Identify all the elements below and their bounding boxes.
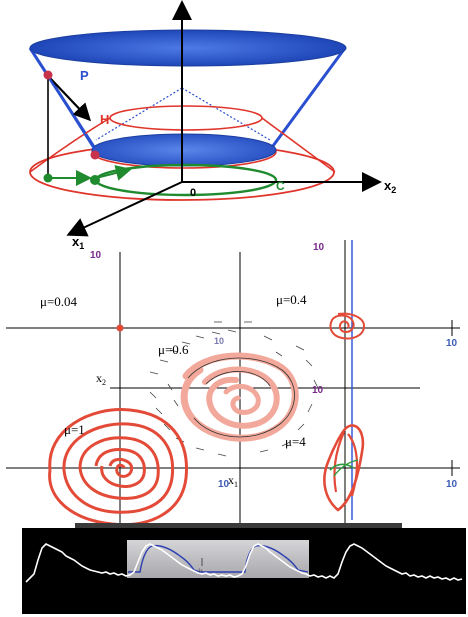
- cone-right-edge: [268, 47, 347, 151]
- mu-004-fixed-point: [116, 324, 124, 332]
- label-C: C: [276, 179, 285, 193]
- mu-4-orbit: [323, 424, 365, 512]
- label-x1: x1: [72, 234, 84, 251]
- label-origin: 0: [190, 187, 196, 199]
- projection-line: [47, 75, 97, 153]
- mu-04-spiral: [329, 312, 366, 340]
- tick-top-left-y: 10: [90, 250, 102, 261]
- hyperboloid-top-ring: [109, 105, 263, 131]
- limit-cycle-C: [94, 163, 278, 197]
- phase-portraits: 10 10 10 10 10 10 10 μ=0.04 μ=0.4 μ=0.6 …: [6, 240, 460, 527]
- dotted-line-left: [95, 87, 183, 141]
- label-axis-x1: x1: [228, 473, 238, 489]
- label-mu-04: μ=0.4: [276, 292, 307, 307]
- hyperboloid-outer: [29, 117, 111, 173]
- label-mu-06: μ=0.6: [158, 342, 189, 357]
- tick-top-right-y: 10: [313, 242, 325, 253]
- signal-strip: 1s: [22, 523, 466, 614]
- point-P: [43, 70, 53, 80]
- tick-center-y: 10: [214, 336, 224, 346]
- hyperboloid-outer-right: [261, 117, 336, 173]
- dotted-line-right: [181, 87, 271, 141]
- label-mu-4: μ=4: [285, 434, 306, 449]
- tick-right-x-upper: 10: [446, 338, 458, 349]
- label-axis-x2: x2: [96, 371, 106, 387]
- label-H: H: [100, 112, 109, 127]
- white-trace: [25, 543, 463, 583]
- ground-arrow-green-2: [95, 165, 132, 181]
- vector-field: [149, 321, 319, 457]
- label-mu-1: μ=1: [64, 422, 85, 437]
- inset-label: 1s: [198, 569, 203, 574]
- blue-disk-mid: [91, 133, 277, 167]
- label-mu-004: μ=0.04: [40, 294, 78, 309]
- inset-trace: [128, 544, 309, 573]
- label-x2: x2: [384, 178, 396, 195]
- strip-top-bar: [75, 523, 402, 530]
- cone-top-disk: [29, 29, 347, 67]
- label-P: P: [80, 68, 89, 83]
- point-ground-left: [43, 173, 53, 183]
- mu-1-spiral: [48, 408, 188, 527]
- x1-axis: [66, 181, 183, 237]
- tick-bottom-x: 10: [218, 479, 230, 490]
- tick-right-x-lower: 10: [446, 479, 458, 490]
- point-ground-right: [90, 175, 100, 185]
- arrow-P-to-H: [49, 77, 92, 122]
- cone-diagram: P H C 0 x2 x1: [28, 0, 396, 251]
- mu-06-spiral: [180, 352, 299, 442]
- point-H: [90, 150, 100, 160]
- tick-left-mid-y: 10: [312, 385, 324, 396]
